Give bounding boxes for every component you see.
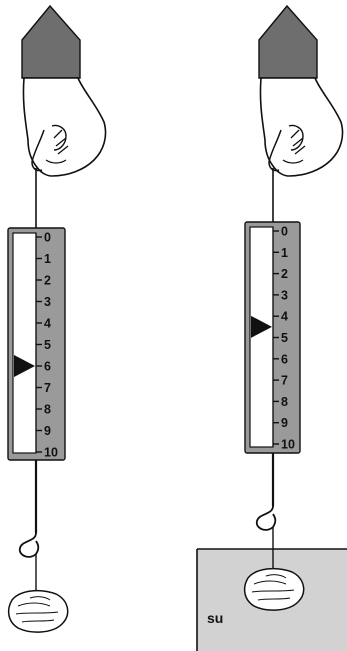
left-scale-window [12, 232, 37, 454]
right-tick-label: 1 [281, 246, 288, 260]
right-hand-icon [259, 77, 344, 177]
right-tick-label: 8 [281, 395, 288, 409]
left-hand-icon [22, 77, 107, 177]
right-tick-label: 5 [281, 331, 288, 345]
left-tick-label: 3 [44, 295, 51, 309]
right-scale-window [249, 226, 274, 448]
left-tick-label: 9 [44, 424, 51, 438]
right-stone-icon [243, 567, 305, 611]
right-tick-label: 4 [281, 310, 288, 324]
left-tick-group: 0 1 2 3 4 5 6 7 8 9 10 [36, 231, 58, 460]
right-tick-label: 10 [281, 438, 295, 452]
left-tick-label: 1 [44, 252, 51, 266]
right-sleeve-cuff [258, 4, 318, 79]
left-hook [18, 532, 40, 558]
left-tick-label: 10 [44, 446, 58, 460]
water-label: su [207, 610, 223, 626]
left-tick-label: 0 [44, 231, 51, 245]
right-pointer-icon [251, 315, 272, 338]
left-sleeve-cuff [21, 4, 81, 79]
left-tick-label: 2 [44, 274, 51, 288]
left-pointer-icon [14, 355, 35, 377]
left-tick-label: 7 [44, 381, 51, 395]
left-tick-label: 8 [44, 403, 51, 417]
left-tick-label: 6 [44, 360, 51, 374]
right-tick-label: 0 [281, 225, 288, 239]
right-tick-label: 7 [281, 374, 288, 388]
right-tick-label: 3 [281, 288, 288, 302]
left-spring-scale-assembly: 0 1 2 3 4 5 6 7 8 9 10 [7, 4, 107, 633]
right-tick-label: 9 [281, 416, 288, 430]
left-tick-label: 5 [44, 338, 51, 352]
right-hook [255, 505, 277, 531]
left-tick-label: 4 [44, 317, 51, 331]
right-tick-label: 6 [281, 352, 288, 366]
right-tick-label: 2 [281, 267, 288, 281]
right-tick-group: 0 1 2 3 4 5 6 7 8 9 10 [273, 225, 295, 452]
right-spring-scale-assembly: 0 1 2 3 4 5 6 7 8 9 10 [243, 4, 344, 611]
left-stone-icon [7, 589, 69, 633]
